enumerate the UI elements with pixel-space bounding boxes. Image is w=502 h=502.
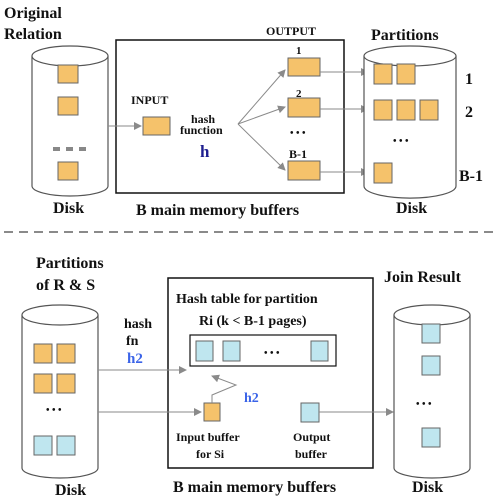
input-buffer [142,116,171,136]
output-ellipsis: • • • [290,128,306,139]
disk-label-right: Disk [396,200,427,217]
output-buffer-1 [287,57,321,77]
output-buffer [300,402,320,423]
partition-2-page [373,99,393,121]
partition-b1-page [373,162,393,184]
relation-page [57,96,79,116]
output-2-label: 2 [296,88,302,100]
partition-ellipsis: • • • [393,136,409,147]
h2-inner-label: h2 [244,391,259,406]
partition-b1-number: B-1 [459,168,483,185]
h-label: h [200,142,210,161]
partitions-rs-line1: Partitions [36,255,104,272]
output-buffer-b1 [287,160,321,181]
relation-page [57,64,79,84]
disk-label-result: Disk [412,479,443,496]
join-result-disk [393,304,471,479]
r-partition-page [56,373,76,394]
output-buffer-line2: buffer [295,447,328,461]
partitions-title: Partitions [371,27,439,44]
memory-buffers-box-bottom [167,277,374,469]
hash-label: hash [191,112,215,126]
join-result-page [421,323,441,344]
join-result-title: Join Result [384,269,462,286]
partition-1-number: 1 [465,71,473,88]
h2-label: h2 [127,351,143,367]
join-result-ellipsis: • • • [416,399,432,410]
hash-fn-line1: hash [124,317,152,332]
join-result-page [421,355,441,376]
s-partition-page [33,435,53,456]
partitions-rs-line2: of R & S [36,277,95,294]
output-buffer-line1: Output [293,430,330,444]
hash-table-page [195,340,214,362]
partition-1-page [373,63,393,85]
original-relation-title-line2: Relation [4,26,62,43]
partition-2-page [419,99,439,121]
hash-fn-line2: fn [126,334,139,349]
output-buffer-2 [287,97,321,118]
arrow-hash-to-output1 [237,69,286,125]
r-partition-page [56,343,76,364]
h2-probe-arrow [211,374,238,403]
disk-label: Disk [53,200,84,217]
s-partition-page [56,435,76,456]
relation-page [57,161,79,181]
input-buffer-si [203,402,221,422]
original-relation-disk [31,45,109,197]
rs-ellipsis: • • • [46,405,62,416]
hash-table-page [310,340,329,362]
memory-buffers-label-bottom: B main memory buffers [173,479,336,496]
original-relation-title-line1: Original [4,5,62,22]
output-b1-label: B-1 [289,147,307,161]
input-buffer-line1: Input buffer [176,430,240,444]
output-1-label: 1 [296,45,302,57]
hash-table-title-line2: Ri (k < B-1 pages) [199,314,307,329]
hash-table-ellipsis: • • • [264,348,280,359]
memory-buffers-label: B main memory buffers [136,202,299,219]
input-buffer-line2: for Si [196,447,225,461]
partition-2-page [396,99,416,121]
r-partition-page [33,373,53,394]
hash-table-title-line1: Hash table for partition [176,292,318,307]
arrow-hash-to-outputb1 [237,123,286,171]
hash-table-page [222,340,241,362]
arrow-hash-to-output2 [237,105,286,125]
r-partition-page [33,343,53,364]
partition-2-number: 2 [465,104,473,121]
function-label: function [180,123,223,137]
input-label: INPUT [131,93,168,107]
relation-dashes [53,147,86,151]
partition-1-page [396,63,416,85]
disk-label-bottom: Disk [55,482,86,499]
join-result-page [421,427,441,448]
output-label: OUTPUT [266,24,316,38]
